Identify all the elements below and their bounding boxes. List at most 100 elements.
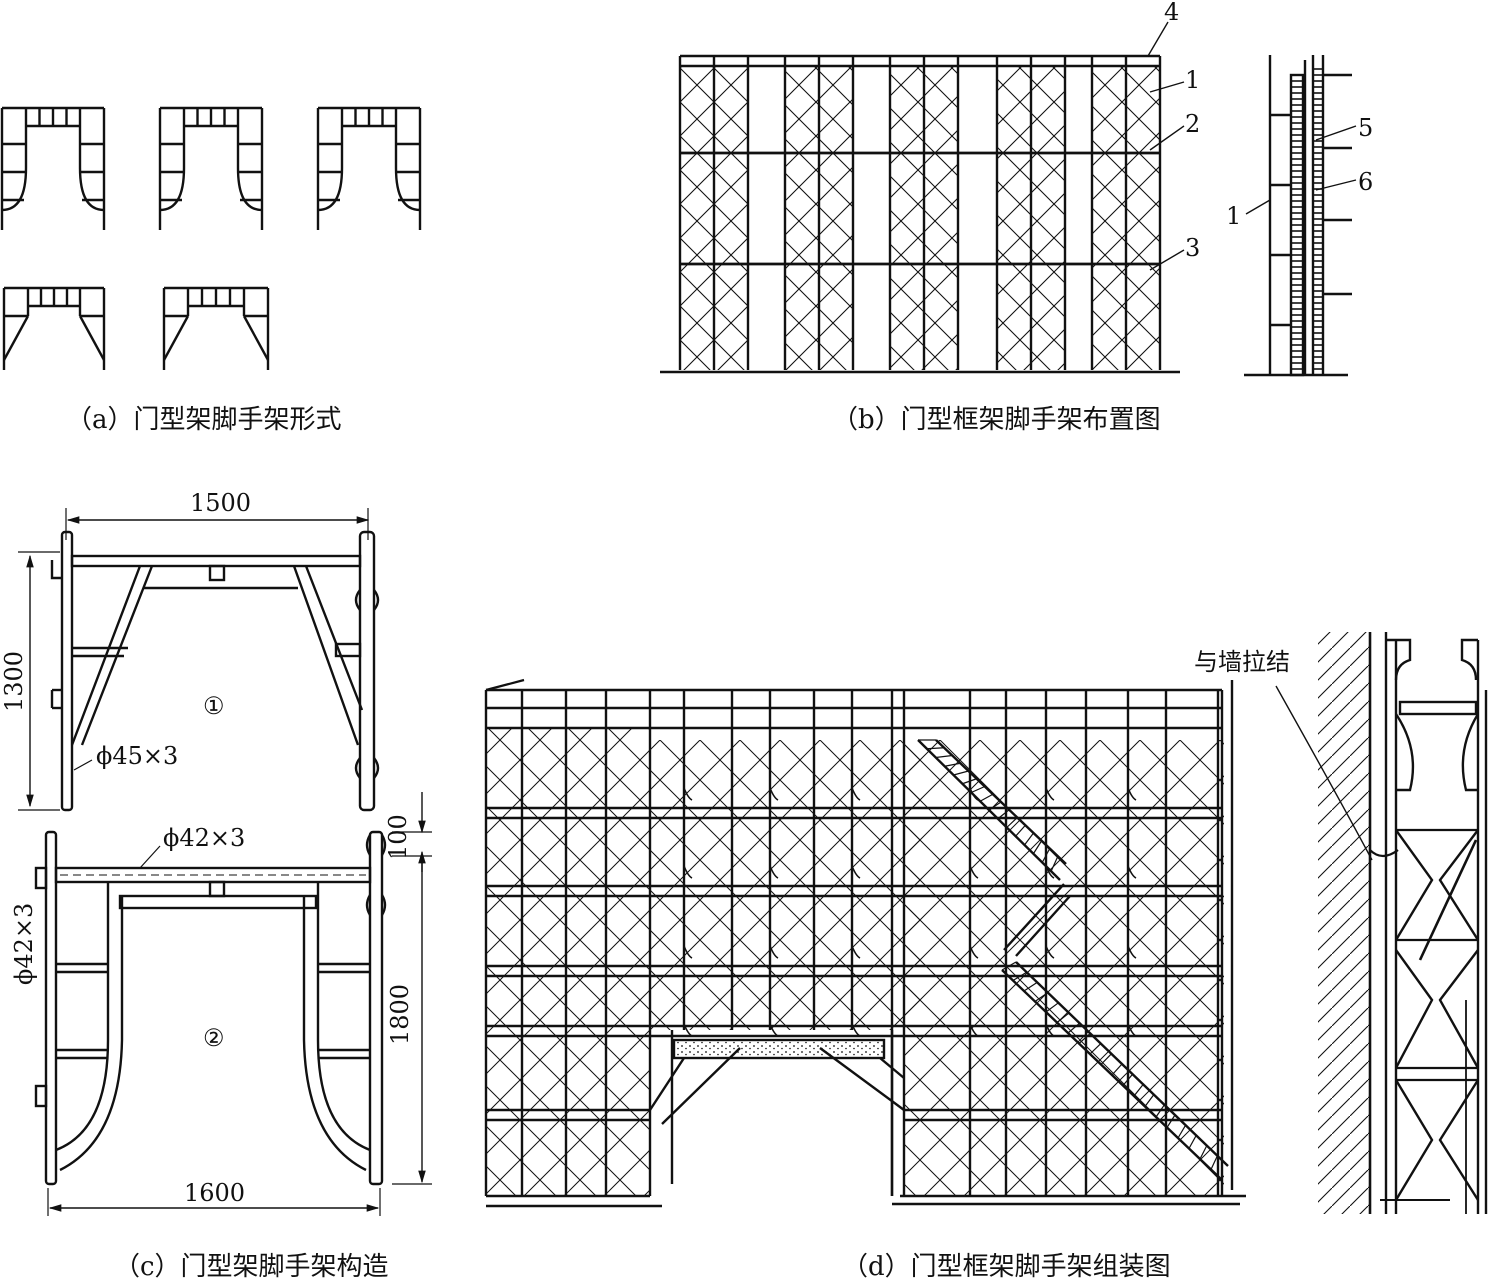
frame1-hook-left bbox=[50, 560, 62, 580]
stair-tread bbox=[1177, 1124, 1187, 1139]
top-guard-end bbox=[485, 678, 525, 692]
frame-leg-hook bbox=[1045, 826, 1055, 879]
stair-tread bbox=[1199, 1145, 1208, 1160]
frame-number-1: ① bbox=[203, 692, 225, 720]
stair-tread bbox=[1155, 1104, 1165, 1118]
frame-form-5 bbox=[162, 286, 270, 370]
side-section bbox=[1275, 632, 1488, 1214]
leader-tube-1 bbox=[73, 759, 93, 771]
brace-left bbox=[2, 315, 30, 361]
frame-form-3 bbox=[316, 106, 422, 230]
frame-leg-hook bbox=[769, 826, 779, 879]
stair-middle bbox=[1003, 883, 1071, 957]
stair-tread bbox=[979, 793, 994, 802]
frame2-leg-right bbox=[368, 830, 384, 1186]
frame-form-4 bbox=[2, 286, 106, 370]
frame2-arch-left-inner bbox=[59, 896, 124, 1172]
arch-left bbox=[159, 167, 186, 212]
section-arch-right bbox=[1461, 713, 1480, 792]
frame-1 bbox=[50, 530, 380, 812]
frame-leg-hook bbox=[683, 826, 693, 879]
frame1-leg-right bbox=[358, 530, 376, 812]
stair-tread bbox=[1045, 1002, 1059, 1013]
frame2-center-stub bbox=[208, 880, 226, 898]
stair-tread bbox=[1023, 981, 1038, 992]
frame-leg-hook bbox=[769, 984, 779, 1037]
frame-leg-hook bbox=[969, 906, 979, 959]
callout-1: 1 bbox=[1185, 66, 1200, 94]
frame1-joint bbox=[354, 757, 380, 779]
frame-leg-hook bbox=[683, 906, 693, 959]
frame-leg-hook bbox=[851, 748, 861, 801]
stair-tread bbox=[1133, 1084, 1144, 1097]
stair-tread bbox=[1032, 840, 1043, 855]
panel-a-gate-frame-forms bbox=[0, 106, 422, 370]
leader-3 bbox=[1149, 249, 1185, 271]
leader-1 bbox=[1149, 81, 1185, 93]
frame2-arch-left-outer bbox=[55, 882, 110, 1152]
leader-6 bbox=[1315, 179, 1357, 191]
frame-leg-hook bbox=[969, 984, 979, 1037]
stair-tread bbox=[988, 801, 1002, 811]
frame2-joint bbox=[365, 894, 387, 916]
frame2-joint bbox=[365, 834, 387, 856]
section-top-beam bbox=[1398, 700, 1478, 716]
frame1-top-beam bbox=[70, 554, 362, 568]
side-brick-wall-2 bbox=[1313, 68, 1323, 375]
brace-right bbox=[242, 315, 270, 361]
frame-number-2: ② bbox=[203, 1024, 225, 1052]
stair-tread bbox=[1067, 1022, 1080, 1034]
stair-tread bbox=[1122, 1073, 1134, 1086]
stair-tread bbox=[1188, 1135, 1197, 1149]
panel-c-labels: 1500 1300 ϕ45×3 ① ϕ42×3 ϕ42×3 100 1800 ②… bbox=[0, 489, 414, 1207]
section-arch-left bbox=[1395, 713, 1415, 792]
arch-right bbox=[236, 167, 263, 212]
stair-tread bbox=[1166, 1114, 1176, 1128]
stair-tread bbox=[1210, 1155, 1218, 1170]
frame-leg-hook bbox=[851, 826, 861, 879]
stair-tread bbox=[1006, 817, 1018, 828]
floor-level-2 bbox=[486, 884, 1222, 898]
frame-leg-hook bbox=[1127, 984, 1137, 1037]
frame-leg-hook bbox=[683, 748, 693, 801]
stair-tread bbox=[1015, 824, 1026, 837]
wall-hatch bbox=[1318, 632, 1370, 1214]
stair-tread bbox=[971, 785, 985, 794]
callout-2: 2 bbox=[1185, 110, 1200, 138]
leader-4 bbox=[1147, 21, 1169, 57]
stair-tread bbox=[1012, 971, 1027, 982]
frame-leg-hook bbox=[1127, 826, 1137, 879]
frame-leg-hook bbox=[969, 748, 979, 801]
floor-level-4 bbox=[486, 1024, 1222, 1038]
tube-label-1: ϕ45×3 bbox=[96, 742, 178, 770]
frame2-arch-right-outer bbox=[316, 882, 371, 1152]
frame-leg-hook bbox=[769, 906, 779, 959]
stair-tread bbox=[944, 762, 961, 767]
frame-form-1 bbox=[0, 106, 106, 230]
frame2-pin-bottom bbox=[34, 1084, 48, 1108]
opening-beam bbox=[672, 1038, 886, 1060]
frame-form-2 bbox=[158, 106, 264, 230]
leader-2 bbox=[1149, 125, 1185, 151]
frame-leg-hook bbox=[969, 826, 979, 879]
stair-tread bbox=[1024, 832, 1034, 846]
frame-leg-hook bbox=[683, 984, 693, 1037]
right-return-frame bbox=[1220, 680, 1234, 1196]
side-view bbox=[1244, 55, 1357, 377]
stair-tread bbox=[997, 809, 1010, 820]
leader-5 bbox=[1315, 125, 1357, 141]
dim-right-height: 1800 bbox=[386, 984, 414, 1045]
stair-tread bbox=[1056, 1012, 1070, 1023]
opening-brace-left bbox=[648, 1047, 741, 1125]
frame-leg-hook bbox=[851, 984, 861, 1037]
dim-gap: 100 bbox=[384, 814, 412, 860]
frame-leg-hook bbox=[851, 906, 861, 959]
stair-tread bbox=[953, 770, 969, 776]
callout-1-side: 1 bbox=[1226, 202, 1241, 230]
frame1-leg-left bbox=[60, 530, 74, 812]
arch-left bbox=[317, 167, 344, 212]
frame1-joint bbox=[354, 589, 380, 611]
stair-tread bbox=[1001, 961, 1017, 971]
frame-leg-hook bbox=[769, 748, 779, 801]
